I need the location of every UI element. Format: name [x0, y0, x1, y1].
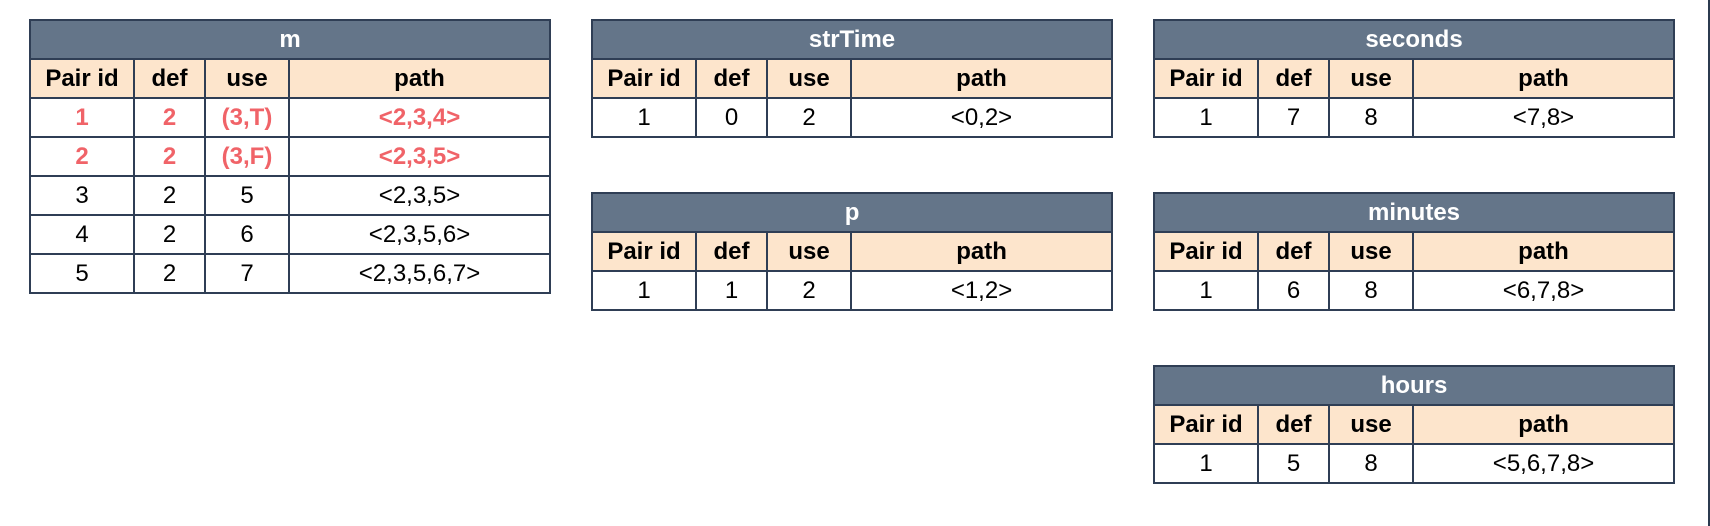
cell-use: 5 [204, 175, 290, 216]
header-path: path [849, 231, 1114, 272]
header-def: def [1257, 404, 1330, 445]
cell-def: 1 [695, 270, 768, 311]
table-seconds: seconds Pair id def use path 1 7 8 <7,8> [1153, 19, 1675, 138]
cell-path: <2,3,5> [287, 136, 552, 177]
table-strtime: strTime Pair id def use path 1 0 2 <0,2> [590, 19, 1114, 138]
table-row: 4 2 6 <2,3,5,6> [29, 214, 552, 255]
table-title: seconds [1153, 19, 1675, 60]
table-m: m Pair id def use path 1 2 (3,T) <2,3,4>… [28, 19, 552, 294]
table-title: p [590, 192, 1114, 233]
header-use: use [766, 58, 852, 99]
cell-pair-id: 1 [591, 270, 697, 311]
cell-use: 6 [204, 214, 290, 255]
table-row: 1 0 2 <0,2> [591, 97, 1114, 138]
table-row: 2 2 (3,F) <2,3,5> [29, 136, 552, 177]
header-pair-id: Pair id [1153, 58, 1259, 99]
cell-use: 2 [766, 270, 852, 311]
cell-def: 2 [133, 214, 206, 255]
table-row: 1 5 8 <5,6,7,8> [1153, 443, 1676, 484]
cell-path: <2,3,5,6,7> [287, 253, 552, 294]
cell-pair-id: 4 [29, 214, 135, 255]
table-row: 1 6 8 <6,7,8> [1153, 270, 1676, 311]
header-use: use [204, 58, 290, 99]
table-row: 1 7 8 <7,8> [1153, 97, 1675, 138]
header-path: path [849, 58, 1114, 99]
table-minutes: minutes Pair id def use path 1 6 8 <6,7,… [1152, 192, 1676, 311]
header-use: use [766, 231, 852, 272]
header-path: path [287, 58, 552, 99]
cell-path: <2,3,5> [287, 175, 552, 216]
table-row: 3 2 5 <2,3,5> [29, 175, 552, 216]
header-use: use [1328, 58, 1414, 99]
cell-pair-id: 1 [1153, 97, 1259, 138]
cell-pair-id: 5 [29, 253, 135, 294]
cell-use: 2 [766, 97, 852, 138]
table-p: p Pair id def use path 1 1 2 <1,2> [590, 192, 1114, 311]
cell-def: 7 [1257, 97, 1330, 138]
header-path: path [1411, 231, 1676, 272]
table-title: minutes [1152, 192, 1676, 233]
header-pair-id: Pair id [1153, 404, 1259, 445]
table-row: 1 2 (3,T) <2,3,4> [29, 97, 552, 138]
header-pair-id: Pair id [591, 231, 697, 272]
table-title: m [28, 19, 552, 60]
cell-def: 5 [1257, 443, 1330, 484]
header-use: use [1328, 404, 1414, 445]
header-def: def [133, 58, 206, 99]
cell-pair-id: 2 [29, 136, 135, 177]
header-def: def [695, 231, 768, 272]
cell-path: <6,7,8> [1411, 270, 1676, 311]
cell-path: <1,2> [849, 270, 1114, 311]
table-hours: hours Pair id def use path 1 5 8 <5,6,7,… [1152, 365, 1676, 484]
right-edge-line [1708, 0, 1710, 526]
cell-pair-id: 1 [1153, 270, 1259, 311]
header-path: path [1411, 404, 1676, 445]
table-row: 1 1 2 <1,2> [591, 270, 1114, 311]
cell-pair-id: 1 [1153, 443, 1259, 484]
table-row: 5 2 7 <2,3,5,6,7> [29, 253, 552, 294]
header-pair-id: Pair id [1153, 231, 1259, 272]
cell-def: 0 [695, 97, 768, 138]
header-def: def [695, 58, 768, 99]
cell-path: <5,6,7,8> [1411, 443, 1676, 484]
cell-pair-id: 3 [29, 175, 135, 216]
cell-pair-id: 1 [591, 97, 697, 138]
cell-def: 2 [133, 253, 206, 294]
cell-use: 7 [204, 253, 290, 294]
cell-path: <2,3,4> [287, 97, 552, 138]
header-path: path [1412, 58, 1675, 99]
cell-use: (3,F) [204, 136, 290, 177]
header-pair-id: Pair id [591, 58, 697, 99]
cell-pair-id: 1 [29, 97, 135, 138]
table-title: hours [1152, 365, 1676, 406]
cell-def: 6 [1257, 270, 1330, 311]
cell-def: 2 [133, 97, 206, 138]
cell-use: 8 [1328, 270, 1414, 311]
cell-def: 2 [133, 136, 206, 177]
cell-use: (3,T) [204, 97, 290, 138]
header-def: def [1257, 231, 1330, 272]
cell-use: 8 [1328, 97, 1414, 138]
header-pair-id: Pair id [29, 58, 135, 99]
header-use: use [1328, 231, 1414, 272]
cell-path: <7,8> [1412, 97, 1675, 138]
cell-def: 2 [133, 175, 206, 216]
cell-path: <2,3,5,6> [287, 214, 552, 255]
header-def: def [1257, 58, 1330, 99]
cell-use: 8 [1328, 443, 1414, 484]
table-title: strTime [590, 19, 1114, 60]
cell-path: <0,2> [849, 97, 1114, 138]
